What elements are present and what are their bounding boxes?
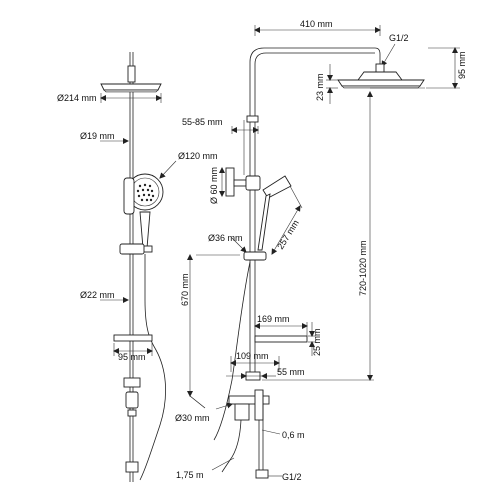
thread-top-leader bbox=[381, 43, 396, 67]
hose-175-leader bbox=[211, 457, 235, 471]
side-bracket-arm-upper bbox=[233, 179, 247, 187]
dim-55-label: 55 mm bbox=[277, 367, 305, 377]
front-bottom-fitting bbox=[125, 461, 139, 473]
front-overhead-head bbox=[100, 83, 162, 91]
dim-257-label: 257 mm bbox=[275, 218, 301, 251]
side-slider bbox=[245, 175, 261, 191]
dim-95v-label: 95 mm bbox=[457, 51, 467, 79]
dim-30-label: Ø30 mm bbox=[175, 413, 210, 423]
front-slider-holder bbox=[123, 177, 135, 215]
dim-120-label: Ø120 mm bbox=[178, 151, 218, 161]
dim-36-leader bbox=[231, 237, 247, 253]
side-overhead-head bbox=[337, 79, 425, 87]
side-top-pipe-inner bbox=[254, 52, 375, 118]
side-hand-shower bbox=[257, 175, 292, 251]
dim-95-label: 95 mm bbox=[118, 352, 146, 362]
hose-06-leader bbox=[261, 429, 281, 435]
side-overhead-dome bbox=[357, 71, 403, 81]
side-top-pipe-outer bbox=[249, 47, 381, 118]
front-wall-bracket bbox=[119, 243, 145, 255]
dim-410-label: 410 mm bbox=[300, 19, 333, 29]
front-shelf bbox=[113, 334, 153, 342]
side-lower-collar bbox=[254, 389, 264, 421]
dim-22-label: Ø22 mm bbox=[80, 290, 115, 300]
side-wall-plate-upper bbox=[225, 167, 235, 197]
front-view: Ø214 mm Ø19 mm Ø120 mm Ø22 mm 9 bbox=[57, 52, 218, 482]
side-hose-lower bbox=[221, 419, 242, 473]
front-overhead-face bbox=[103, 89, 159, 93]
dim-55-85-label: 55-85 mm bbox=[182, 117, 223, 127]
front-hand-shower-handle bbox=[139, 211, 151, 249]
dim-670-label: 670 mm bbox=[180, 273, 190, 306]
side-shelf bbox=[254, 335, 308, 343]
hose-06-label: 0,6 m bbox=[282, 430, 305, 440]
dim-109-label: 109 mm bbox=[236, 351, 269, 361]
front-mixer-body bbox=[125, 391, 139, 409]
front-top-joint bbox=[127, 65, 136, 83]
side-upper-collar bbox=[246, 115, 259, 123]
side-bottom-fitting bbox=[255, 469, 269, 479]
dim-720-label: 720-1020 mm bbox=[358, 240, 368, 296]
side-hand-shower-handle bbox=[257, 193, 271, 251]
side-hand-shower-head bbox=[262, 175, 292, 199]
hose-175-label: 1,75 m bbox=[176, 470, 204, 480]
dim-670-ext-bottom bbox=[189, 395, 206, 409]
side-head-connector bbox=[375, 63, 385, 73]
front-mixer-top bbox=[123, 377, 141, 388]
dim-169-label: 169 mm bbox=[257, 314, 290, 324]
front-mixer-nut bbox=[127, 409, 137, 417]
side-handle-holder bbox=[243, 251, 267, 261]
side-view: 410 mm G1/2 95 mm 23 mm 55-85 mm bbox=[175, 19, 467, 482]
dim-25-label: 25 mm bbox=[312, 328, 322, 356]
thread-bottom-label: G1/2 bbox=[282, 472, 302, 482]
front-hose bbox=[139, 254, 166, 481]
dim-214-label: Ø214 mm bbox=[57, 93, 97, 103]
side-mixer-body bbox=[234, 403, 250, 421]
dim-257-ext-top bbox=[289, 185, 303, 209]
dim-23-label: 23 mm bbox=[315, 73, 325, 101]
front-hand-shower-nozzles bbox=[136, 183, 155, 202]
dim-60-label: Ø 60 mm bbox=[209, 167, 219, 204]
thread-top-label: G1/2 bbox=[389, 33, 409, 43]
dim-36-label: Ø36 mm bbox=[208, 233, 243, 243]
dim-257-line bbox=[271, 205, 301, 255]
dim-120-line bbox=[159, 160, 177, 179]
dim-30-leader bbox=[215, 402, 233, 410]
side-hose-upper bbox=[213, 261, 251, 441]
dim-19-label: Ø19 mm bbox=[80, 131, 115, 141]
